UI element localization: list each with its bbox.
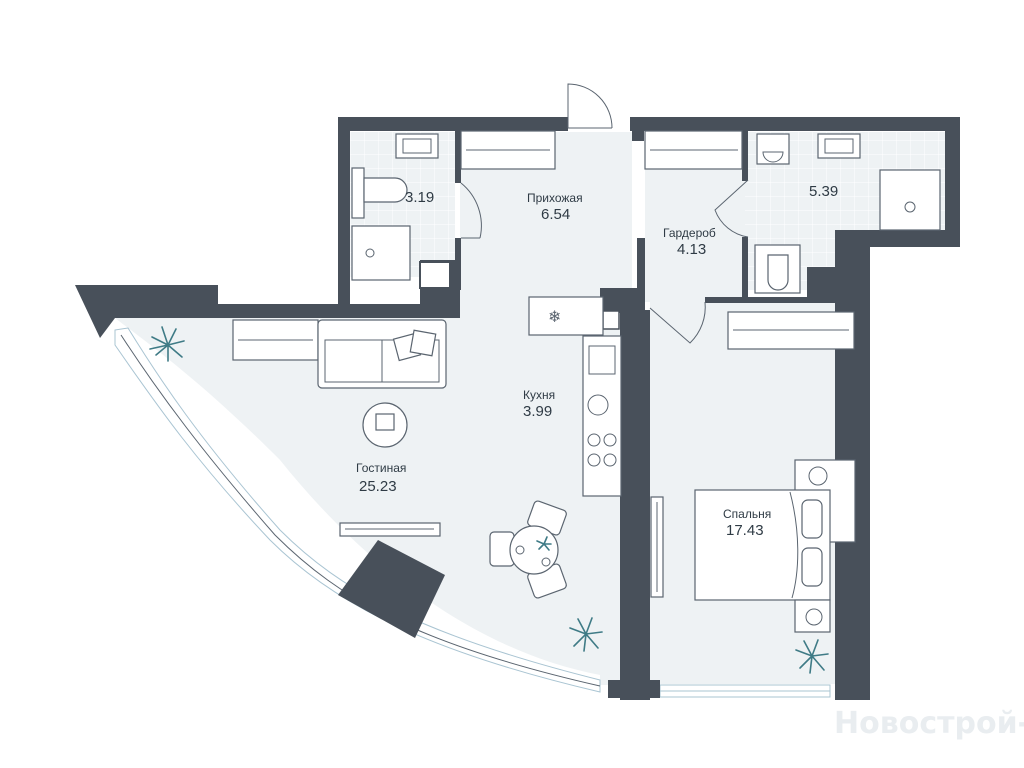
bathroom-right-area: 5.39: [809, 183, 838, 200]
walls: [75, 117, 960, 700]
watermark: Новострой-М: [834, 706, 1024, 741]
kitchen-units: ❄: [528, 296, 622, 497]
kitchen-area: 3.99: [523, 403, 552, 420]
living-name: Гостиная: [356, 461, 406, 475]
window-facade: [114, 327, 831, 698]
room-labels: 3.19 Прихожая 6.54 5.39 Гардероб 4.13 Ку…: [356, 183, 838, 539]
hallway-area: 6.54: [541, 206, 570, 223]
hangers: [238, 149, 849, 592]
bedroom-area: 17.43: [726, 522, 764, 539]
plant-icons: [149, 326, 829, 674]
bedroom-name: Спальня: [723, 507, 771, 521]
svg-text:❄: ❄: [548, 307, 561, 326]
wardrobe-area: 4.13: [677, 241, 706, 258]
wardrobe-name: Гардероб: [663, 226, 716, 240]
hallway-name: Прихожая: [527, 191, 583, 205]
bathroom-left-area: 3.19: [405, 189, 434, 206]
living-furniture: [317, 319, 447, 537]
bathroom-fixtures: [351, 133, 941, 294]
living-area: 25.23: [359, 478, 397, 495]
bedroom-furniture: [694, 459, 856, 633]
kitchen-name: Кухня: [523, 388, 555, 402]
doors: [460, 83, 749, 344]
